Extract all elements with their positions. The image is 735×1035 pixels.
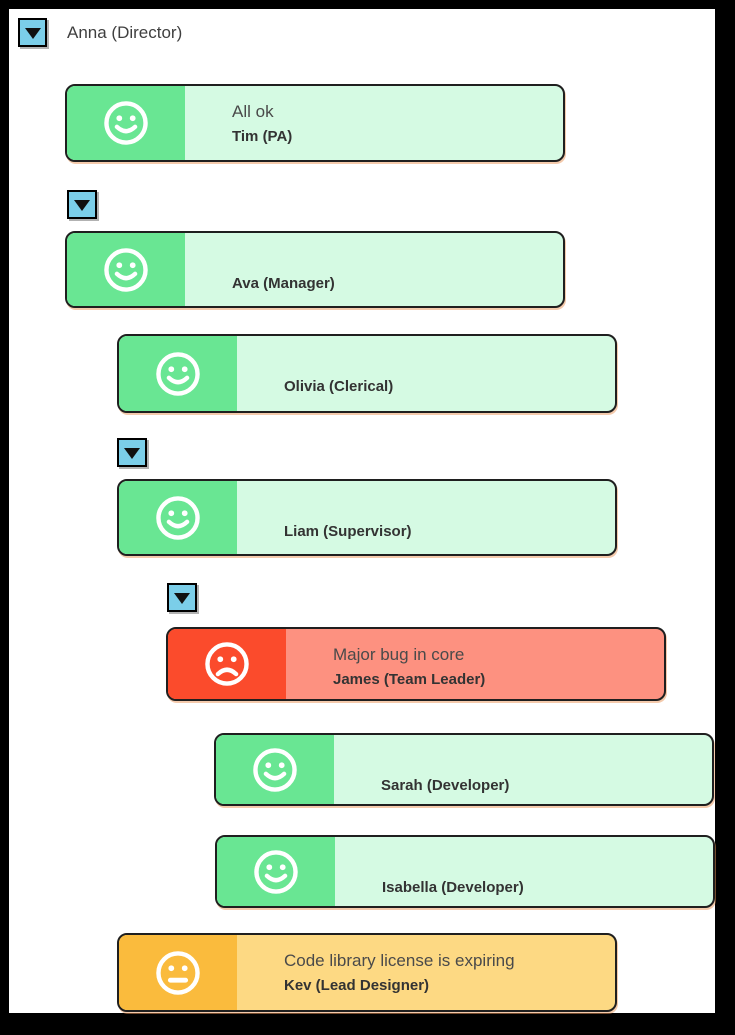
employee-name: James (Team Leader) — [333, 671, 486, 688]
employee-name: Olivia (Clerical) — [284, 378, 394, 395]
status-badge — [119, 336, 237, 411]
status-text: All ok — [232, 102, 274, 121]
card-sarah[interactable]: Sarah (Developer) — [214, 733, 714, 806]
status-text: Code library license is expiring — [284, 951, 515, 970]
triangle-down-icon — [24, 27, 41, 39]
employee-name: Liam (Supervisor) — [284, 523, 412, 540]
status-badge — [119, 935, 237, 1010]
happy-face-icon — [104, 247, 148, 292]
triangle-down-icon — [74, 199, 90, 211]
status-badge — [67, 86, 185, 160]
status-badge — [216, 735, 334, 804]
card-ava[interactable]: Ava (Manager) — [65, 231, 565, 308]
triangle-down-icon — [174, 592, 190, 604]
collapse-button-anna[interactable] — [18, 18, 47, 47]
root-node-label: Anna (Director) — [67, 22, 183, 42]
card-isabella[interactable]: Isabella (Developer) — [215, 835, 715, 908]
root-node-anna[interactable]: Anna (Director) — [18, 18, 182, 47]
card-james[interactable]: Major bug in core James (Team Leader) — [166, 627, 666, 701]
status-badge — [217, 837, 335, 906]
status-badge — [168, 629, 286, 699]
org-chart-canvas: Anna (Director) All ok Tim (PA) — [9, 9, 715, 1013]
status-badge — [67, 233, 185, 306]
employee-name: Ava (Manager) — [232, 275, 335, 292]
status-badge — [119, 481, 237, 554]
happy-face-icon — [156, 495, 200, 540]
collapse-button-liam[interactable] — [117, 438, 147, 467]
employee-name: Sarah (Developer) — [381, 777, 510, 794]
collapse-button-james[interactable] — [167, 583, 197, 612]
happy-face-icon — [104, 101, 148, 145]
triangle-down-icon — [124, 447, 140, 459]
sad-face-icon — [205, 642, 249, 686]
card-kev[interactable]: Code library license is expiring Kev (Le… — [117, 933, 617, 1012]
card-tim[interactable]: All ok Tim (PA) — [65, 84, 565, 162]
status-text: Major bug in core — [333, 645, 465, 664]
neutral-face-icon — [156, 950, 200, 995]
employee-name: Isabella (Developer) — [382, 879, 524, 896]
happy-face-icon — [156, 351, 200, 396]
happy-face-icon — [253, 747, 297, 792]
employee-name: Tim (PA) — [232, 128, 293, 145]
card-olivia[interactable]: Olivia (Clerical) — [117, 334, 617, 413]
card-liam[interactable]: Liam (Supervisor) — [117, 479, 617, 556]
collapse-button-ava[interactable] — [67, 190, 97, 219]
employee-name: Kev (Lead Designer) — [284, 977, 430, 994]
happy-face-icon — [254, 849, 298, 894]
